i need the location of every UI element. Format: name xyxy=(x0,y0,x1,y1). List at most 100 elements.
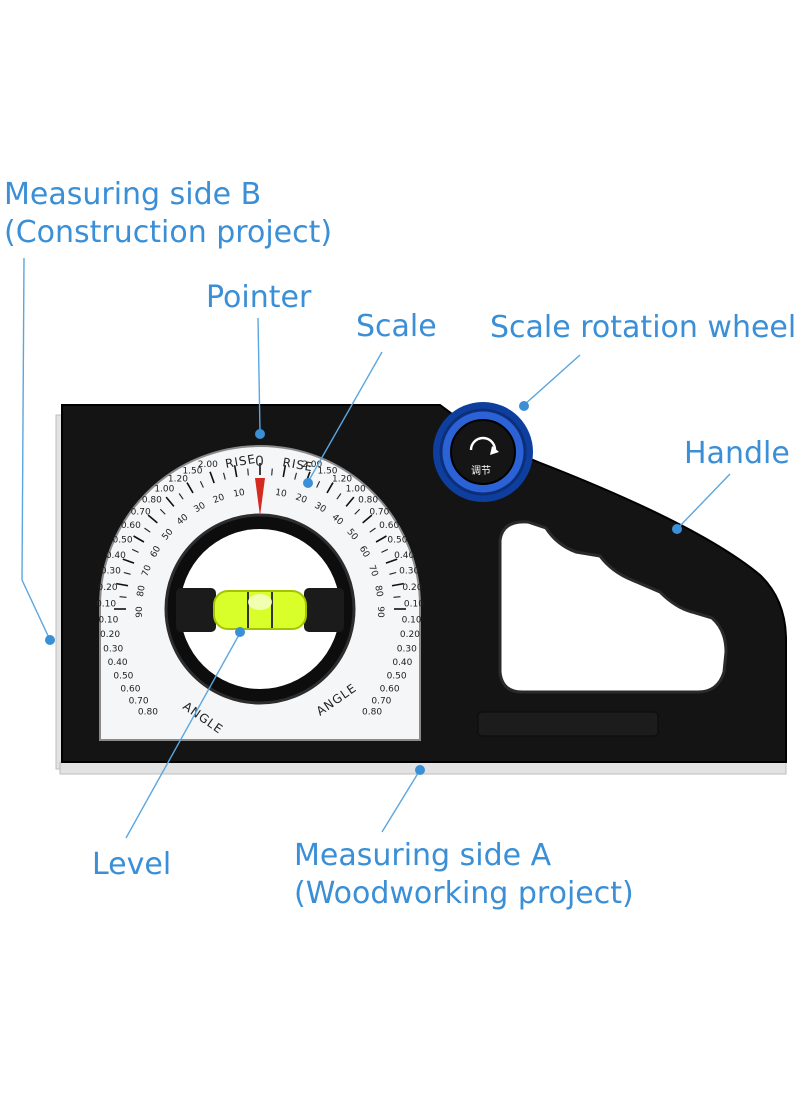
rise-label: 0.10 xyxy=(402,616,422,626)
rise-label: 1.50 xyxy=(317,467,337,477)
zero-label: 0 xyxy=(255,454,264,470)
dot-scale xyxy=(303,478,313,488)
scale-tick xyxy=(186,482,194,494)
scale-tick xyxy=(391,582,404,587)
callout-measuring-side-b-line2: (Construction project) xyxy=(4,215,333,250)
rise-label: 0.80 xyxy=(362,708,382,718)
vial-cap-right xyxy=(304,588,344,632)
callout-measuring-side-a-line2: (Woodworking project) xyxy=(294,876,634,911)
scale-tick xyxy=(199,480,204,488)
callout-level: Level xyxy=(92,847,172,882)
degree-label: 70 xyxy=(366,564,379,578)
degree-label: 80 xyxy=(136,584,148,597)
rise-label: 0.40 xyxy=(392,658,412,668)
rise-label: 2.00 xyxy=(302,460,322,470)
scale-tick xyxy=(354,508,361,515)
scale-tick xyxy=(123,571,131,575)
ninety-label: 90 xyxy=(375,606,385,618)
rise-label: 0.30 xyxy=(103,644,123,654)
rise-label-right: RISE xyxy=(281,455,314,474)
dot-level xyxy=(235,627,245,637)
scale-tick xyxy=(385,558,398,564)
rise-label: 1.20 xyxy=(168,475,188,485)
degree-label: 80 xyxy=(372,585,384,598)
scale-tick xyxy=(116,582,129,587)
rise-label: 0.80 xyxy=(138,708,158,718)
leader-lines xyxy=(21,257,731,839)
rise-label: 0.50 xyxy=(387,536,407,546)
scale-tick xyxy=(345,496,355,507)
leader-level xyxy=(125,632,241,839)
degree-label: 10 xyxy=(274,488,287,500)
leader-measuring-side-b-2 xyxy=(21,579,51,641)
scale-tick xyxy=(165,496,175,507)
callout-scale: Scale xyxy=(356,309,437,344)
callout-scale-rotation-wheel: Scale rotation wheel xyxy=(490,310,797,345)
dot-pointer xyxy=(255,429,265,439)
rise-label: 0.30 xyxy=(101,567,121,577)
rise-label: 0.30 xyxy=(397,644,417,654)
rise-label: 0.10 xyxy=(96,600,116,610)
leader-pointer xyxy=(257,317,261,433)
rise-label: 1.50 xyxy=(182,467,202,477)
scale-tick xyxy=(131,548,139,553)
callout-measuring-side-b-line1: Measuring side B xyxy=(4,177,262,212)
leader-measuring-side-b xyxy=(21,257,25,581)
scale-tick xyxy=(393,596,401,598)
leader-measuring-side-a xyxy=(381,769,421,833)
rise-label: 0.20 xyxy=(100,630,120,640)
scale-tick xyxy=(271,468,273,476)
rise-label: 1.20 xyxy=(332,475,352,485)
body-plate xyxy=(477,711,659,737)
callout-measuring-side-b: Measuring side B (Construction project) xyxy=(4,176,332,252)
rise-label: 0.10 xyxy=(98,616,118,626)
scale-tick xyxy=(294,472,298,480)
rise-label: 0.50 xyxy=(113,536,133,546)
scale-tick xyxy=(282,465,287,478)
rotate-arrow-head xyxy=(490,446,499,455)
ninety-label: 90 xyxy=(135,606,145,618)
vial-cap-left xyxy=(176,588,216,632)
scale-tick xyxy=(316,480,321,488)
scale-ticks xyxy=(114,463,406,610)
scale-tick xyxy=(147,514,158,524)
scale-tick xyxy=(389,571,397,575)
scale-rotation-wheel: 调节 xyxy=(433,402,533,502)
scale-tick xyxy=(144,527,151,533)
scale-tick xyxy=(233,465,238,478)
rise-label: 2.00 xyxy=(198,460,218,470)
callout-pointer: Pointer xyxy=(206,280,312,315)
leader-scale-wheel xyxy=(523,354,581,406)
dot-measuring-side-b xyxy=(45,635,55,645)
rise-label: 0.30 xyxy=(399,567,419,577)
leader-dots xyxy=(45,401,682,775)
scale-tick xyxy=(369,527,376,533)
pointer-needle xyxy=(255,478,265,516)
rise-label: 0.80 xyxy=(142,495,162,505)
scale-tick xyxy=(133,535,145,543)
rise-label: 1.00 xyxy=(154,484,174,494)
rise-label: 0.10 xyxy=(404,600,424,610)
rotate-arrow-icon xyxy=(469,436,497,451)
scale-tick xyxy=(159,508,166,515)
scale-tick xyxy=(119,596,127,598)
scale-tick xyxy=(362,514,373,524)
handle-cutout xyxy=(498,520,728,694)
wheel-label: 调节 xyxy=(471,465,491,477)
scale-tick xyxy=(326,482,334,494)
rise-label: 0.60 xyxy=(379,521,399,531)
rise-label: 0.80 xyxy=(358,495,378,505)
rise-label: 0.50 xyxy=(113,672,133,682)
air-bubble xyxy=(248,594,272,610)
callout-handle: Handle xyxy=(684,436,790,471)
degree-label: 10 xyxy=(233,488,246,500)
rise-label: 1.00 xyxy=(346,484,366,494)
scale-tick xyxy=(122,558,135,564)
degree-label: 20 xyxy=(212,492,226,505)
rise-label: 0.70 xyxy=(131,508,151,518)
degree-label: 20 xyxy=(294,493,308,506)
rise-label: 0.60 xyxy=(120,684,140,694)
